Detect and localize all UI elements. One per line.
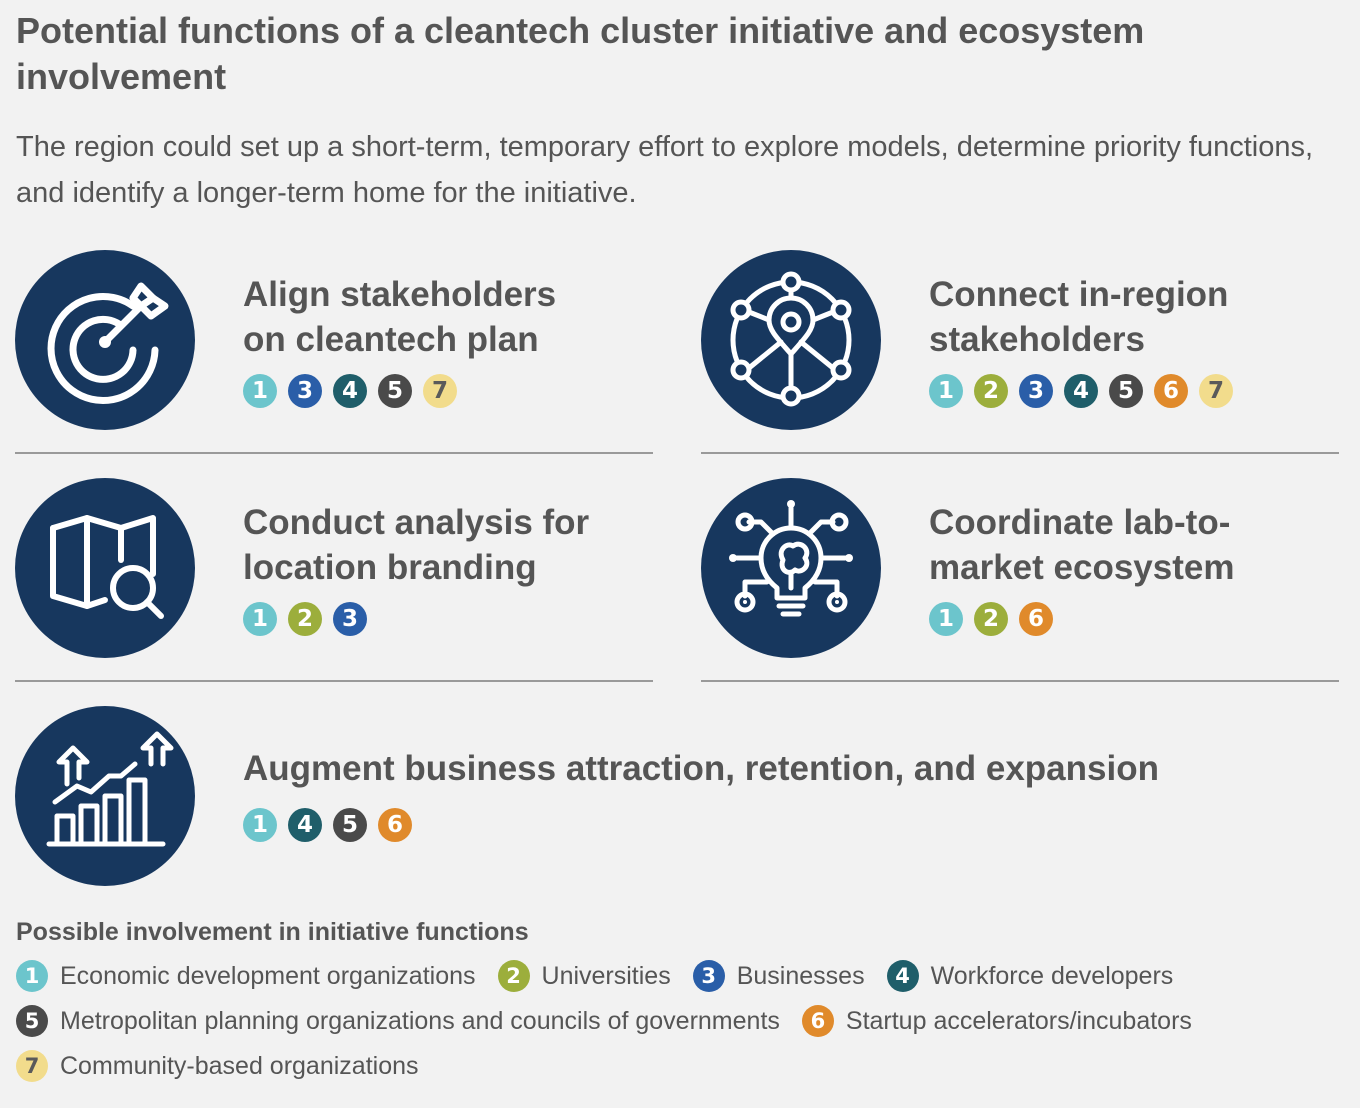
divider [15,680,653,682]
legend-row: 1 Economic development organizations 2 U… [16,960,1195,992]
function-title: Connect in-region stakeholders [929,272,1228,362]
badge-4: 4 [333,374,367,408]
function-title-line: location branding [243,548,537,587]
function-title-line: market ecosystem [929,548,1235,587]
legend-label: Startup accelerators/incubators [845,1006,1192,1035]
legend-label: Community-based organizations [60,1051,419,1080]
function-title-line: on cleantech plan [243,320,539,359]
badge-3: 3 [333,602,367,636]
legend-item: 3 Businesses [692,960,865,992]
lightbulb-circuit-icon [701,478,881,658]
map-search-icon [15,478,195,658]
involvement-badges: 1 3 4 5 7 [243,374,457,408]
function-title-line: Coordinate lab-to- [929,503,1231,542]
legend-item: 6 Startup accelerators/incubators [801,1005,1192,1037]
divider [701,680,1339,682]
legend-item: 4 Workforce developers [886,960,1174,992]
badge-6: 6 [1019,602,1053,636]
function-title-line: Conduct analysis for [243,503,590,542]
badge-7: 7 [423,374,457,408]
legend-badge: 1 [16,960,48,992]
growth-chart-icon [15,706,195,886]
involvement-badges: 1 2 3 4 5 6 7 [929,374,1233,408]
badge-7: 7 [1199,374,1233,408]
legend-row: 5 Metropolitan planning organizations an… [16,1005,1214,1037]
badge-5: 5 [378,374,412,408]
page-title: Potential functions of a cleantech clust… [16,10,1145,97]
badge-6: 6 [378,808,412,842]
legend-item: 7 Community-based organizations [16,1050,419,1082]
badge-3: 3 [1019,374,1053,408]
function-title-line: Align stakeholders [243,275,557,314]
legend-label: Metropolitan planning organizations and … [60,1006,780,1035]
badge-1: 1 [243,808,277,842]
badge-2: 2 [288,602,322,636]
legend-label: Businesses [736,961,865,990]
network-pin-icon [701,250,881,430]
legend-badge: 2 [497,960,530,992]
function-title: Augment business attraction, retention, … [243,746,1159,791]
function-title: Coordinate lab-to- market ecosystem [929,500,1234,590]
badge-5: 5 [1109,374,1143,408]
badge-1: 1 [929,374,963,408]
badge-1: 1 [243,374,277,408]
legend-item: 5 Metropolitan planning organizations an… [16,1005,780,1037]
function-title-line: Connect in-region [929,275,1229,314]
page-subtitle: The region could set up a short-term, te… [16,131,1314,209]
legend-badge: 3 [692,960,725,992]
legend-badge: 7 [16,1050,48,1082]
badge-5: 5 [333,808,367,842]
badge-2: 2 [974,374,1008,408]
legend-row: 7 Community-based organizations [16,1050,441,1082]
badge-3: 3 [288,374,322,408]
legend-item: 2 Universities [497,960,671,992]
function-title-line: stakeholders [929,320,1145,359]
badge-1: 1 [929,602,963,636]
legend-label: Universities [541,961,671,990]
legend-label: Workforce developers [930,961,1174,990]
function-title: Align stakeholders on cleantech plan [243,272,556,362]
target-icon [15,250,195,430]
legend-item: 1 Economic development organizations [16,960,476,992]
legend-badge: 4 [886,960,919,992]
divider [701,452,1339,454]
badge-6: 6 [1154,374,1188,408]
badge-2: 2 [974,602,1008,636]
legend-heading: Possible involvement in initiative funct… [16,918,529,946]
involvement-badges: 1 2 3 [243,602,367,636]
badge-4: 4 [1064,374,1098,408]
function-title-line: Augment business attraction, retention, … [243,749,1159,788]
badge-1: 1 [243,602,277,636]
legend-badge: 6 [801,1005,834,1037]
involvement-badges: 1 2 6 [929,602,1053,636]
function-title: Conduct analysis for location branding [243,500,589,590]
divider [15,452,653,454]
legend-label: Economic development organizations [60,961,476,990]
involvement-badges: 1 4 5 6 [243,808,412,842]
legend-badge: 5 [16,1005,48,1037]
badge-4: 4 [288,808,322,842]
